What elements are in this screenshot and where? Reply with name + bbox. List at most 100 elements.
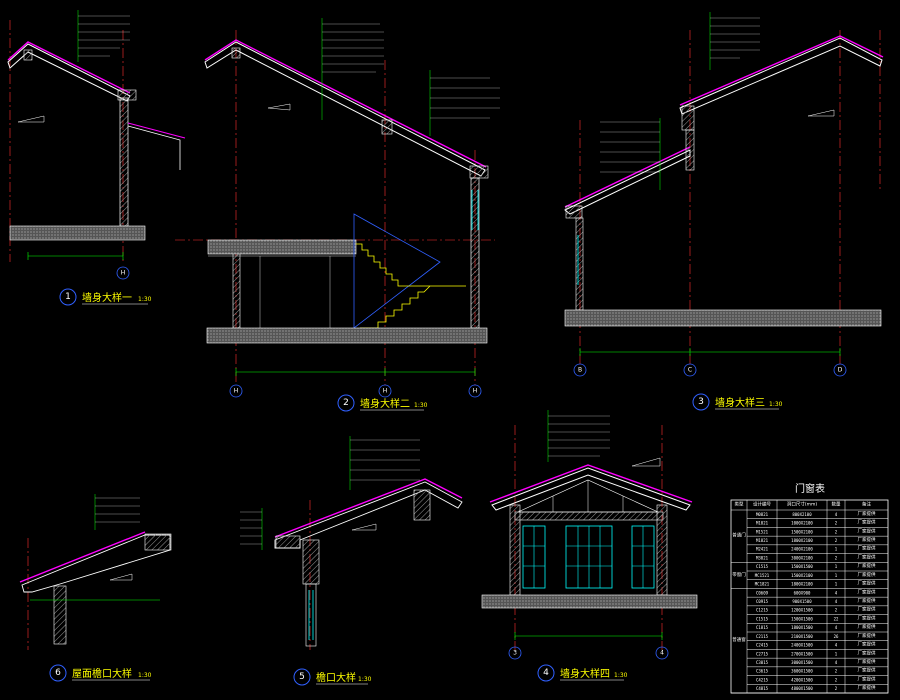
schedule-code-cell: C4815 [756,686,769,691]
drawing-scale: 1:30 [414,402,428,409]
stair-outline [353,213,441,329]
schedule-size-cell: 2400X1500 [791,643,813,648]
schedule-size-cell: 4800X1500 [791,686,813,691]
schedule-code-cell: MC1821 [755,582,770,587]
layer-notes [240,436,420,550]
schedule-size-cell: 1500X1500 [791,564,813,569]
schedule-size-cell: 1800X2100 [791,538,813,543]
drawing-scale: 1:30 [138,296,152,303]
schedule-note-cell: 厂家提供 [858,545,876,552]
detail-4-elevation-section: 3 4 [481,410,698,660]
schedule-header-cell: 洞口尺寸(mm) [787,501,818,508]
schedule-note-cell: 厂家提供 [858,553,876,560]
schedule-qty-cell: 2 [835,555,838,560]
detail-number-circle [337,394,355,412]
roof-tile-layer [7,41,131,94]
schedule-header-cell: 类型 [735,501,744,508]
parapet-wall [413,489,431,521]
schedule-size-cell: 4200X1500 [791,677,813,682]
grid-bubble [833,363,847,377]
schedule-size-cell: 2700X1500 [791,651,813,656]
detail-1-wall-section: H [7,10,186,280]
slope-mark [807,109,835,117]
schedule-qty-cell: 2 [835,686,838,691]
roof-slab [491,467,691,511]
schedule-note-cell: 厂家提供 [858,510,876,517]
schedule-size-cell: 1000X2100 [791,521,813,526]
ridge-beam [23,49,33,61]
schedule-qty-cell: 1 [835,547,838,552]
schedule-category-cell: 普通门 [732,532,746,539]
schedule-note-cell: 厂家提供 [858,675,876,682]
detail-number: 6 [55,668,61,678]
layer-notes [94,494,140,530]
detail-number: 2 [343,398,349,408]
grid-label: 3 [513,650,517,657]
drawing-title-6: 6 屋面檐口大样 1:30 [49,664,152,682]
detail-6-eave-section [19,494,172,650]
lower-roof-slab [564,149,691,215]
schedule-note-cell: 厂家提供 [858,684,876,691]
schedule-code-cell: M2421 [756,547,769,552]
detail-5-eave-section [240,436,463,650]
layer-notes [321,18,500,136]
grid-bubble [378,384,392,398]
schedule-code-cell: M1821 [756,538,769,543]
detail-number-circle [59,288,77,306]
detail-number-circle [692,393,710,411]
roof-slab [204,41,486,177]
schedule-qty-cell: 22 [834,616,839,621]
schedule-qty-cell: 2 [835,529,838,534]
schedule-code-cell: MC1521 [755,573,770,578]
canopy [127,125,181,170]
drawing-title: 墙身大样三 [715,396,765,409]
layer-notes [77,10,130,62]
drawing-title-2: 2 墙身大样二 1:30 [337,394,428,412]
schedule-size-cell: 600X900 [794,590,811,595]
floor-slab [9,225,146,241]
schedule-qty-cell: 4 [835,599,838,604]
schedule-qty-cell: 1 [835,582,838,587]
grid-bubble [655,646,669,660]
schedule-size-cell: 1500X2100 [791,573,813,578]
drawing-title: 墙身大样二 [360,397,410,410]
schedule-qty-cell: 4 [835,643,838,648]
schedule-size-cell: 1800X1500 [791,625,813,630]
drawing-title-1: 1 墙身大样一 1:30 [59,288,152,306]
roof-tile-layer [489,464,693,503]
schedule-code-cell: C0609 [756,590,769,595]
ring-beam [302,539,320,585]
drawing-title-5: 5 檐口大样 1:30 [293,668,372,686]
canopy-layer [127,122,186,139]
slope-mark [17,115,45,123]
detail-3-wall-section: B C D [564,12,884,377]
roof-slab [274,481,463,549]
schedule-qty-cell: 2 [835,669,838,674]
slope-mark [351,523,377,531]
schedule-note-cell: 厂家提供 [858,588,876,595]
schedule-note-cell: 厂家提供 [858,658,876,665]
grid-label: C [688,367,692,374]
column [509,504,521,596]
detail-2-wall-section: H H H [175,18,500,398]
drawing-scale: 1:30 [614,672,628,679]
drawing-scale: 1:30 [358,676,372,683]
detail-number: 1 [65,292,71,302]
eave-beam [469,165,489,179]
stair-flight-upper [356,243,430,287]
schedule-qty-cell: 1 [835,564,838,569]
column [656,504,668,596]
schedule-size-cell: 900X1500 [792,599,812,604]
grid-label: 4 [660,650,664,657]
schedule-note-cell: 厂家提供 [858,623,876,630]
floor-slab [206,327,488,344]
exterior-wall [575,217,584,311]
upper-roof-tile [679,35,884,106]
schedule-header-cell: 设计编号 [753,501,771,508]
schedule-code-cell: C3015 [756,660,769,665]
schedule-note-cell: 厂家提供 [858,614,876,621]
layer-notes [547,410,610,462]
beam [381,119,393,135]
detail-number: 5 [299,672,305,682]
